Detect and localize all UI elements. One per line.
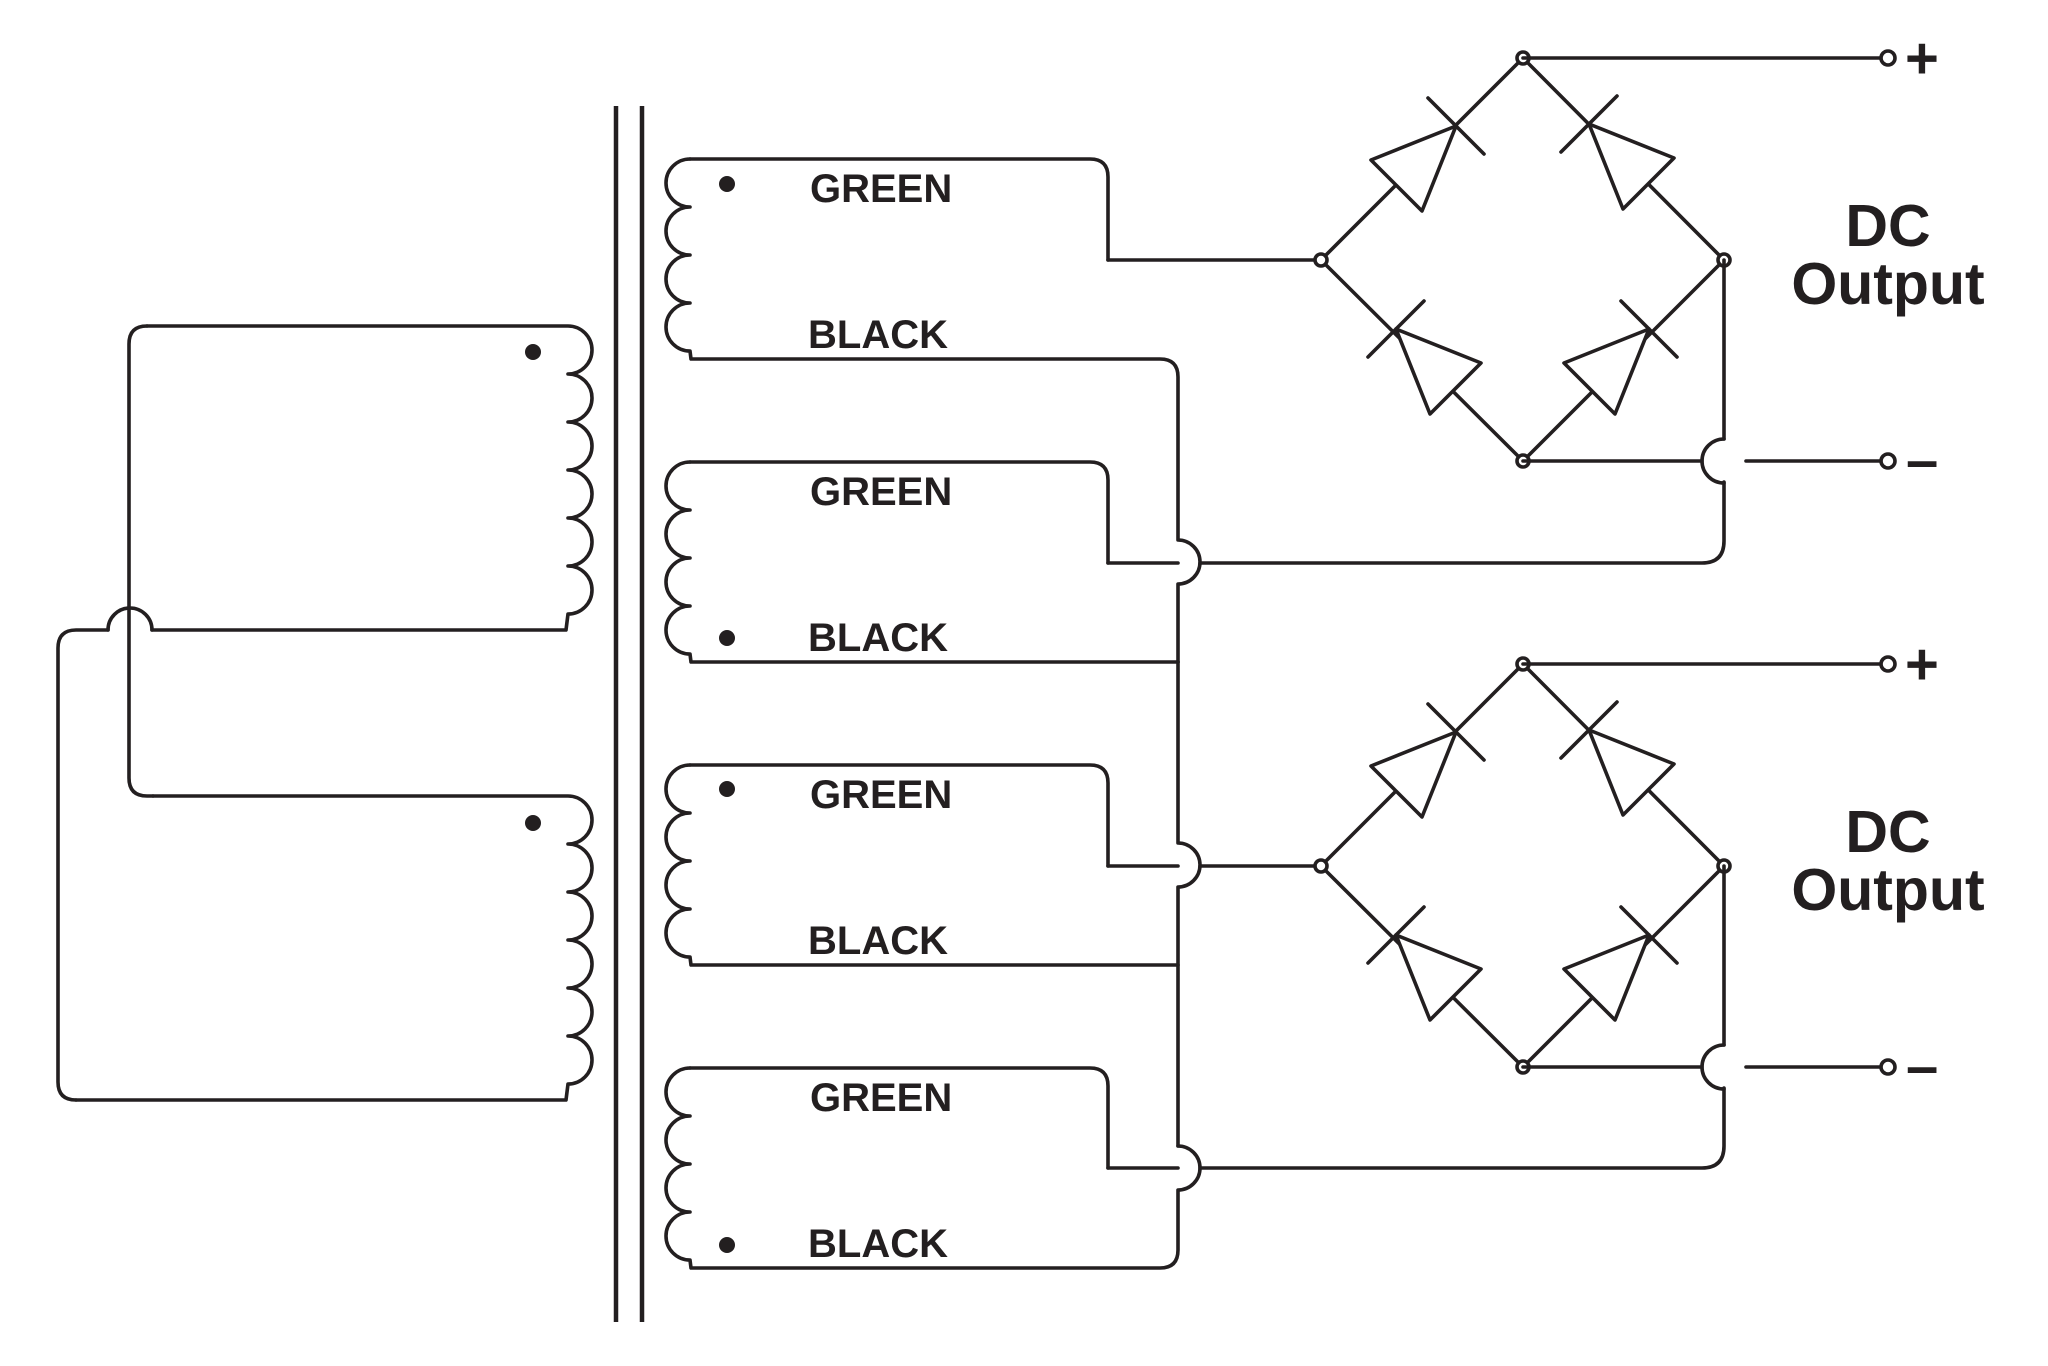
winding-2-bottom-label: BLACK [808,616,948,660]
diode-icon [1559,700,1676,817]
diode-icon [1369,702,1486,819]
secondary-winding-2: GREEN BLACK [664,460,1180,664]
bridge-rectifier-2: + – DC Output [1313,632,1985,1099]
polarity-dot [525,815,541,831]
secondary-wiring [1106,258,1726,1170]
primary-winding-top [145,324,594,632]
primary-interconnect [56,324,155,1102]
transformer-core [613,106,645,1322]
dc-output-label-line1: DC [1845,193,1930,259]
negative-sign: – [1906,1034,1938,1099]
winding-3-top-label: GREEN [810,773,952,817]
dc-output-label-line2: Output [1791,857,1984,923]
positive-terminal [1879,49,1897,67]
diode-icon [1562,299,1679,416]
bridge-rectifier-1: + – DC Output [1313,26,1985,493]
polarity-dot [525,344,541,360]
dc-output-label-line1: DC [1845,799,1930,865]
positive-sign: + [1905,26,1939,91]
winding-1-top-label: GREEN [810,167,952,211]
dc-output-label-line2: Output [1791,251,1984,317]
winding-4-bottom-label: BLACK [808,1222,948,1266]
diode-icon [1366,905,1483,1022]
secondary-winding-4: GREEN BLACK [664,1066,1202,1270]
negative-terminal [1879,1058,1897,1076]
secondary-winding-3: GREEN BLACK [664,660,1202,1148]
negative-terminal [1879,452,1897,470]
primary-winding-bottom [74,794,594,1102]
diode-icon [1366,299,1483,416]
secondary-winding-1: GREEN BLACK [664,157,1202,664]
polarity-dot [719,1237,735,1253]
diode-icon [1559,94,1676,211]
negative-sign: – [1906,428,1938,493]
winding-2-top-label: GREEN [810,470,952,514]
polarity-dot [719,630,735,646]
polarity-dot [719,781,735,797]
positive-terminal [1879,655,1897,673]
positive-sign: + [1905,632,1939,697]
winding-1-bottom-label: BLACK [808,313,948,357]
diode-icon [1562,905,1679,1022]
diode-icon [1369,96,1486,213]
winding-3-bottom-label: BLACK [808,919,948,963]
polarity-dot [719,176,735,192]
winding-4-top-label: GREEN [810,1076,952,1120]
